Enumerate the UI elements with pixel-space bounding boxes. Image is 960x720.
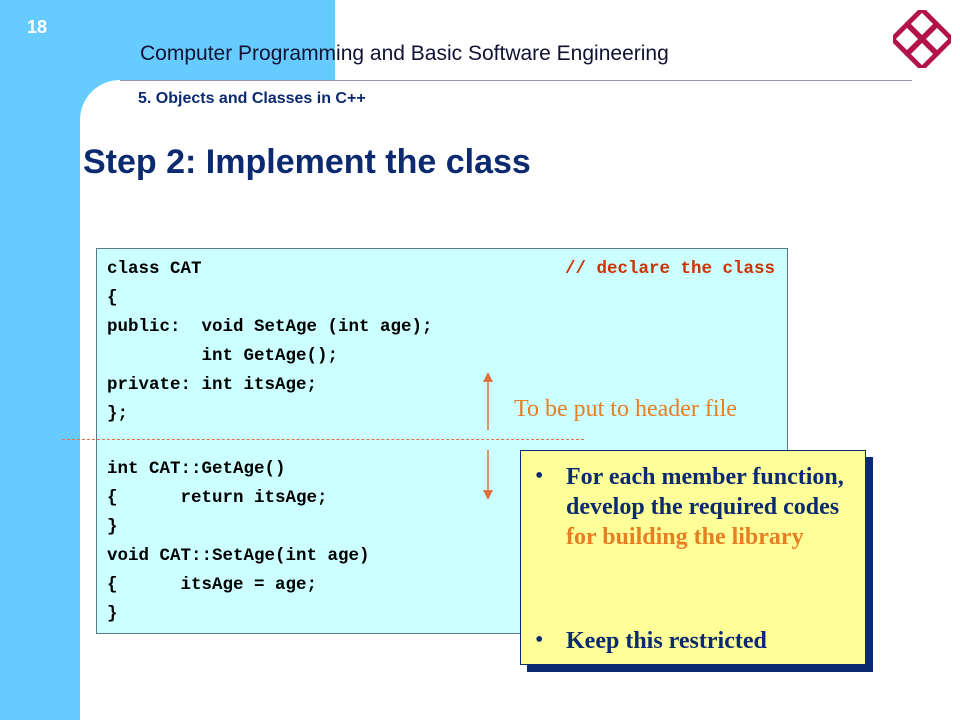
code-line: public: void SetAge (int age); — [107, 317, 433, 337]
bullet-icon: • — [535, 463, 544, 489]
code-line: } — [107, 517, 118, 537]
note-item: Keep this restricted — [566, 626, 861, 656]
code-line: int GetAge(); — [107, 346, 339, 366]
note-item-text: Keep this restricted — [566, 628, 767, 654]
code-line: void CAT::SetAge(int age) — [107, 546, 370, 566]
double-arrow-icon — [483, 372, 493, 500]
code-line: private: int itsAge; — [107, 375, 318, 395]
slide-heading: Step 2: Implement the class — [83, 143, 531, 181]
note-item: For each member function, develop the re… — [566, 462, 861, 552]
code-line: int CAT::GetAge() — [107, 459, 286, 479]
code-line: class CAT — [107, 259, 202, 279]
code-line: }; — [107, 404, 129, 424]
code-comment: // declare the class — [564, 259, 775, 279]
note-item-text: For each member function, develop the re… — [566, 464, 844, 520]
code-line: { — [107, 288, 118, 308]
section-subtitle: 5. Objects and Classes in C++ — [138, 90, 366, 107]
course-title: Computer Programming and Basic Software … — [140, 42, 669, 65]
note-item-accent: for building the library — [566, 524, 804, 550]
header-file-note: To be put to header file — [514, 396, 737, 422]
note-box: • For each member function, develop the … — [520, 450, 866, 665]
slide-number: 18 — [27, 17, 48, 37]
code-line: } — [107, 604, 118, 624]
separator-dashed-line — [62, 439, 584, 440]
header-divider — [120, 80, 912, 81]
code-line: { return itsAge; — [107, 488, 328, 508]
bullet-icon: • — [535, 627, 544, 653]
code-line: { itsAge = age; — [107, 575, 318, 595]
university-logo-icon — [893, 10, 951, 68]
code-block: class CAT { public: void SetAge (int age… — [96, 248, 788, 634]
